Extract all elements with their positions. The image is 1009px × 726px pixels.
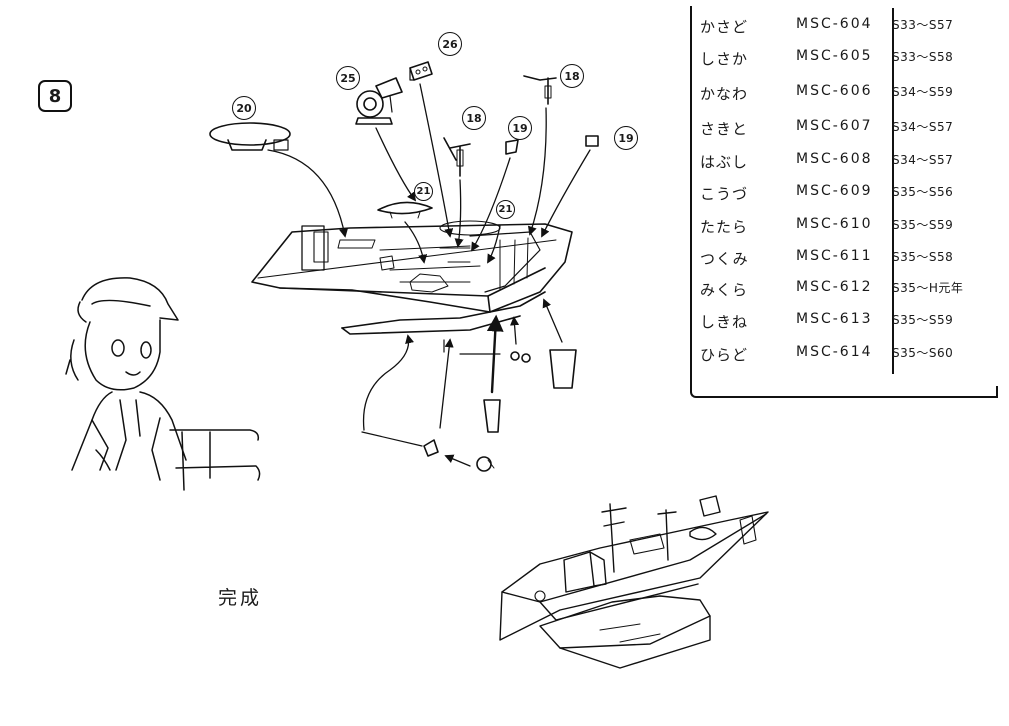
part-number-18-second: 18 xyxy=(560,64,584,88)
service-period: S35～S59 xyxy=(892,313,954,327)
table-row: みくら MSC-612 S35～H元年 xyxy=(692,279,998,303)
completed-label: 完成 xyxy=(218,587,263,609)
part-number-18: 18 xyxy=(462,106,486,130)
ship-name: みくら xyxy=(700,281,749,299)
table-row: ひらど MSC-614 S35～S60 xyxy=(692,344,998,368)
table-row: こうづ MSC-609 S35～S56 xyxy=(692,183,998,207)
underside-parts xyxy=(361,349,577,472)
service-period: S35～S59 xyxy=(892,218,954,232)
ship-code: MSC-609 xyxy=(796,183,873,199)
ship-code: MSC-605 xyxy=(796,48,873,64)
table-row: はぶし MSC-608 S34～S57 xyxy=(692,151,998,175)
service-period: S34～S57 xyxy=(892,153,954,167)
ship-name: こうづ xyxy=(700,185,749,203)
assembly-arrows xyxy=(267,83,591,264)
ship-code: MSC-611 xyxy=(796,248,873,264)
part-boat-drawing xyxy=(377,201,433,219)
ship-code: MSC-613 xyxy=(796,311,873,327)
table-row: しきね MSC-613 S35～S59 xyxy=(692,311,998,335)
part-searchlight-drawing xyxy=(355,77,403,125)
table-row: たたら MSC-610 S35～S59 xyxy=(692,216,998,240)
part-winch-drawing xyxy=(409,61,433,81)
ship-list-table: かさど MSC-604 S33～S57 しさか MSC-605 S33～S58 … xyxy=(690,6,998,398)
part-number-21: 21 xyxy=(414,182,433,201)
ship-name: つくみ xyxy=(700,250,749,268)
ship-code: MSC-608 xyxy=(796,151,873,167)
service-period: S34～S59 xyxy=(892,85,954,99)
part-mast-drawing xyxy=(443,75,557,177)
service-period: S34～S57 xyxy=(892,120,954,134)
part-number-19-second: 19 xyxy=(614,126,638,150)
ship-name: たたら xyxy=(700,218,749,236)
part-number-26: 26 xyxy=(438,32,462,56)
ship-code: MSC-614 xyxy=(796,344,873,360)
ship-name: さきと xyxy=(700,120,749,138)
part-number-25: 25 xyxy=(336,66,360,90)
service-period: S33～S57 xyxy=(892,18,954,32)
ship-code: MSC-604 xyxy=(796,16,873,32)
ship-name: しきね xyxy=(700,313,749,331)
table-row: さきと MSC-607 S34～S57 xyxy=(692,118,998,142)
ship-name: ひらど xyxy=(700,346,749,364)
table-row: つくみ MSC-611 S35～S58 xyxy=(692,248,998,272)
ship-code: MSC-610 xyxy=(796,216,873,232)
part-number-19: 19 xyxy=(508,116,532,140)
ship-code: MSC-606 xyxy=(796,83,873,99)
table-row: かさど MSC-604 S33～S57 xyxy=(692,16,998,40)
part-number-21-second: 21 xyxy=(496,200,515,219)
ship-name: かなわ xyxy=(700,85,749,103)
completed-ship-drawing xyxy=(499,495,769,669)
ship-name: しさか xyxy=(700,50,749,68)
table-divider xyxy=(892,8,894,374)
service-period: S35～S56 xyxy=(892,185,954,199)
step-number-mark: 8 xyxy=(38,80,72,112)
part-radar-dome-drawing xyxy=(209,122,291,151)
service-period: S35～S58 xyxy=(892,250,954,264)
table-row: かなわ MSC-606 S34～S59 xyxy=(692,83,998,107)
ship-code: MSC-612 xyxy=(796,279,873,295)
table-row: しさか MSC-605 S33～S58 xyxy=(692,48,998,72)
ship-name: かさど xyxy=(700,18,749,36)
service-period: S35～S60 xyxy=(892,346,954,360)
part-number-20: 20 xyxy=(232,96,256,120)
hull-exploded-part xyxy=(251,220,573,335)
service-period: S35～H元年 xyxy=(892,281,964,295)
character-illustration xyxy=(65,277,261,491)
ship-name: はぶし xyxy=(700,153,749,171)
ship-code: MSC-607 xyxy=(796,118,873,134)
service-period: S33～S58 xyxy=(892,50,954,64)
underside-arrows xyxy=(362,298,563,467)
part-vent-drawing xyxy=(505,135,599,155)
